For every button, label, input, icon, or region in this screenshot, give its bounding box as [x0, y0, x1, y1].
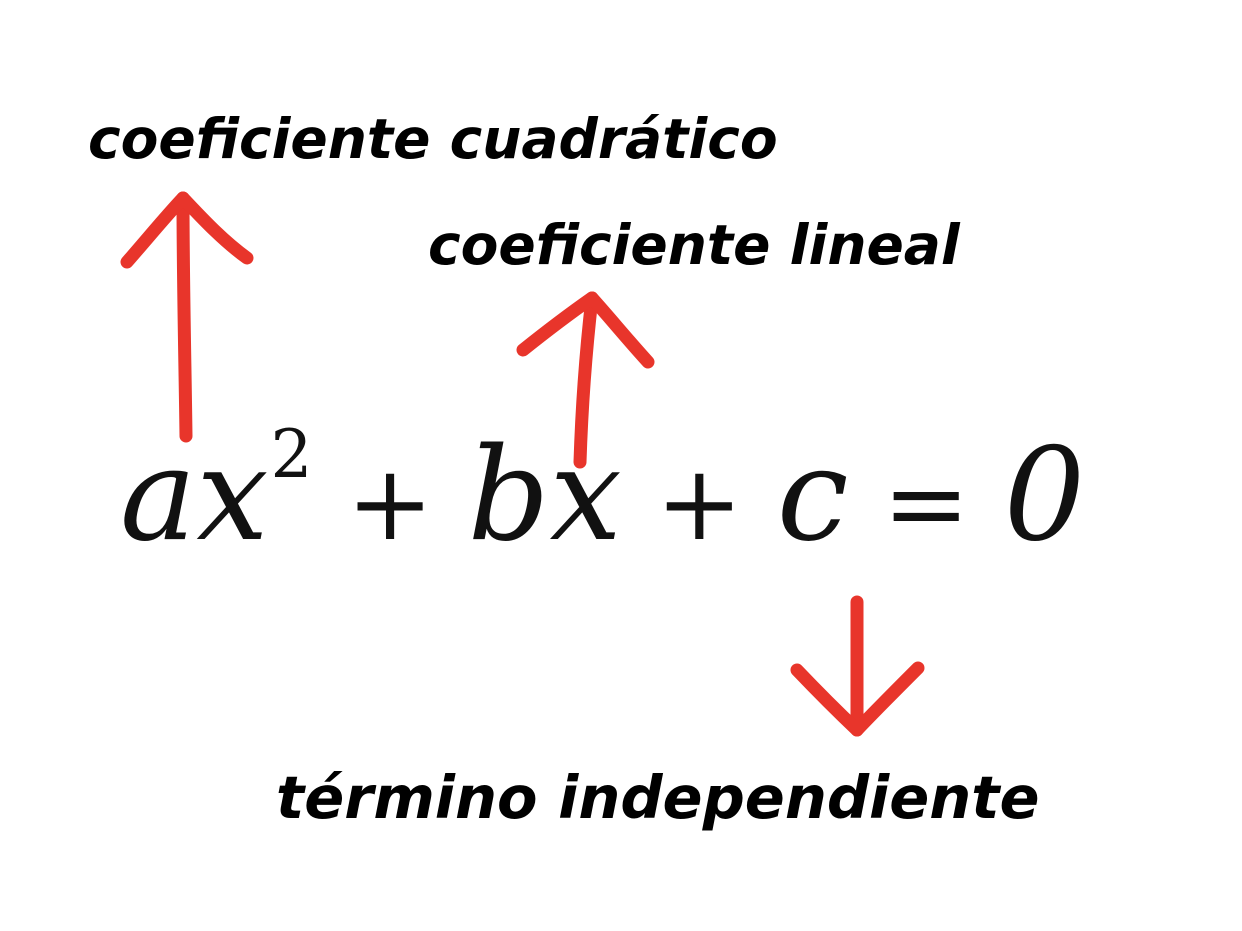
arrow-down-independent-icon [790, 595, 925, 737]
label-linear-coefficient: coeficiente lineal [428, 213, 960, 277]
label-quadratic-coefficient: coeficiente cuadrático [88, 107, 778, 171]
quadratic-equation: a x 2 + b x + c = 0 [120, 421, 1130, 582]
equation-plus-sign: + [346, 442, 434, 564]
equation-term-c: c [776, 421, 849, 570]
equation-variable-x: x [196, 421, 269, 570]
equation-term-b: b [467, 421, 550, 570]
arrow-up-quadratic-icon [120, 191, 254, 443]
equation-variable-x: x [549, 421, 622, 570]
equation-exponent: 2 [270, 416, 313, 493]
equation-plus-sign: + [655, 442, 743, 564]
label-independent-term: término independiente [276, 763, 1040, 832]
equation-zero: 0 [1003, 421, 1086, 570]
equation-term-a: a [120, 421, 197, 570]
equation-equals-sign: = [882, 442, 970, 564]
